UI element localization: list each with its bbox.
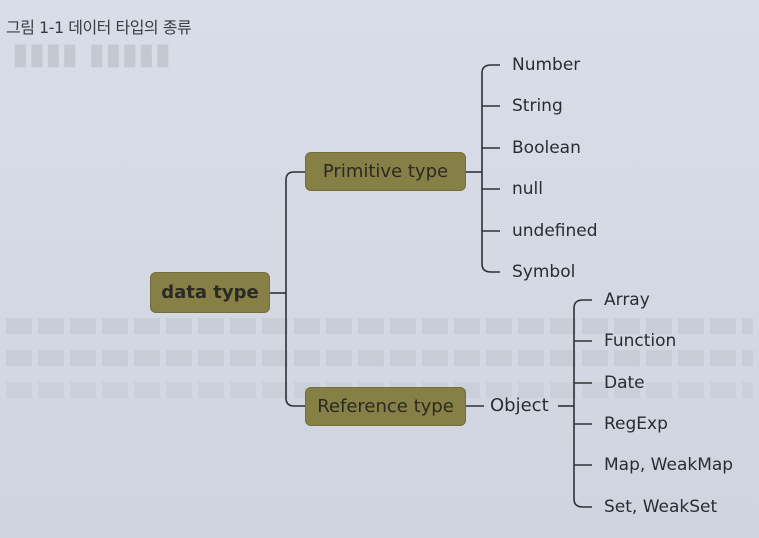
primitive-leaf: String <box>512 96 563 116</box>
object-bracket <box>573 299 592 508</box>
primitive-type-node: Primitive type <box>305 152 466 191</box>
bleed-through-line <box>6 350 753 366</box>
primitive-leaf: undefined <box>512 221 598 241</box>
bleed-through-line <box>6 318 753 334</box>
primitive-leaf: Boolean <box>512 138 581 158</box>
object-leaf: RegExp <box>604 414 668 434</box>
primitive-leaf: Number <box>512 55 581 75</box>
object-leaf: Map, WeakMap <box>604 455 734 475</box>
reference-type-label: Reference type <box>317 396 454 417</box>
root-node: data type <box>150 272 270 313</box>
object-leaf: Set, WeakSet <box>604 497 718 517</box>
object-leaf: Array <box>604 290 650 310</box>
root-node-label: data type <box>161 282 259 303</box>
object-node: Object <box>490 395 549 416</box>
primitive-bracket <box>481 64 500 273</box>
object-leaf: Date <box>604 373 645 393</box>
primitive-leaf: Symbol <box>512 262 576 282</box>
primitive-leaf: null <box>512 179 543 199</box>
primitive-type-label: Primitive type <box>322 161 449 182</box>
root-bracket <box>285 171 305 407</box>
reference-type-node: Reference type <box>305 387 466 426</box>
object-leaf: Function <box>604 331 677 351</box>
figure-caption: 그림 1-1 데이터 타입의 종류 <box>6 18 192 37</box>
